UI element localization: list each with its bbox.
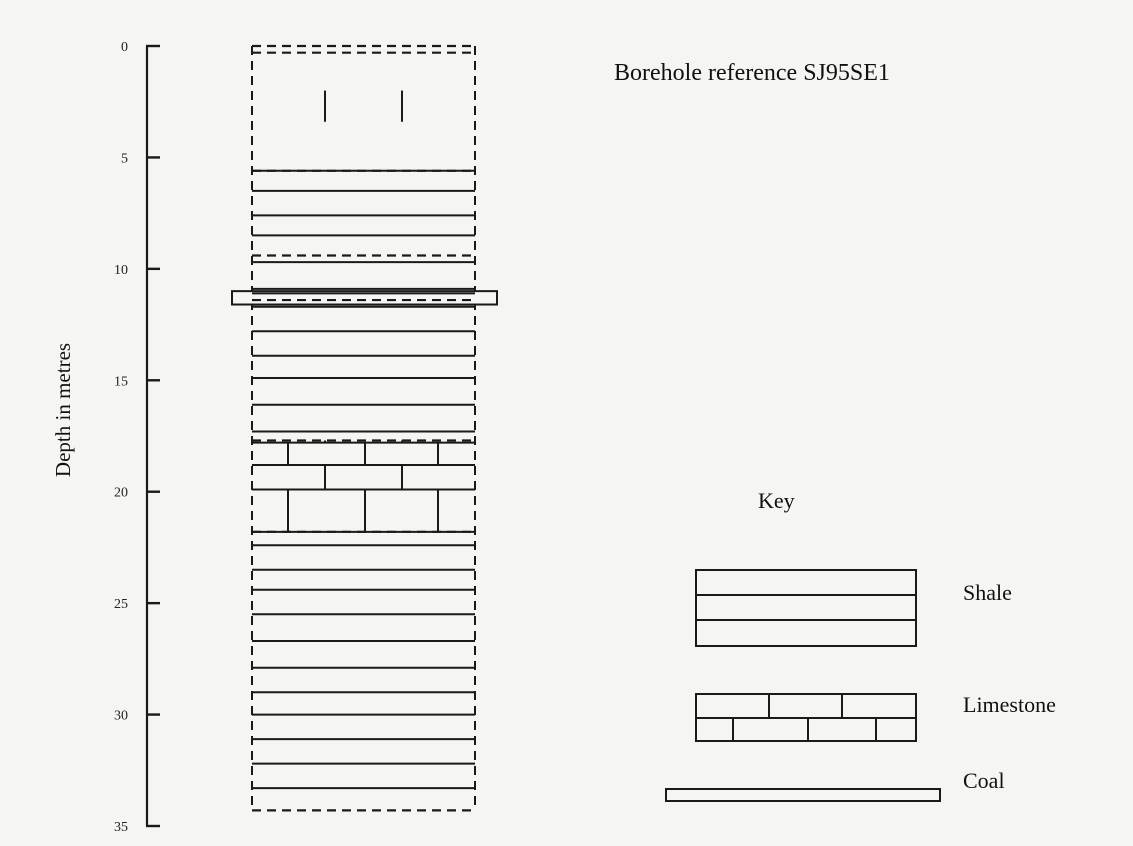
key-title: Key bbox=[758, 488, 795, 513]
key-label-coal: Coal bbox=[963, 768, 1005, 793]
key-shale-swatch bbox=[695, 569, 917, 647]
axis-tick-label: 35 bbox=[114, 820, 128, 835]
axis-tick-label: 10 bbox=[114, 263, 128, 278]
coal-seam bbox=[231, 290, 498, 306]
borehole-column bbox=[231, 44, 498, 812]
key-label-limestone: Limestone bbox=[963, 692, 1056, 717]
axis-tick-label: 20 bbox=[114, 486, 128, 501]
depth-axis: 0 5 10 15 20 25 30 35 bbox=[114, 40, 160, 835]
axis-tick-label: 5 bbox=[121, 151, 128, 166]
axis-tick-label: 0 bbox=[121, 40, 128, 55]
borehole-title: Borehole reference SJ95SE1 bbox=[614, 60, 890, 86]
axis-tick-label: 25 bbox=[114, 597, 128, 612]
key-coal-swatch bbox=[665, 788, 941, 802]
key-limestone-swatch bbox=[695, 693, 917, 742]
axis-tick-label: 15 bbox=[114, 374, 128, 389]
axis-tick-label: 30 bbox=[114, 709, 128, 724]
key-label-shale: Shale bbox=[963, 580, 1012, 605]
axis-title: Depth in metres bbox=[51, 343, 75, 477]
